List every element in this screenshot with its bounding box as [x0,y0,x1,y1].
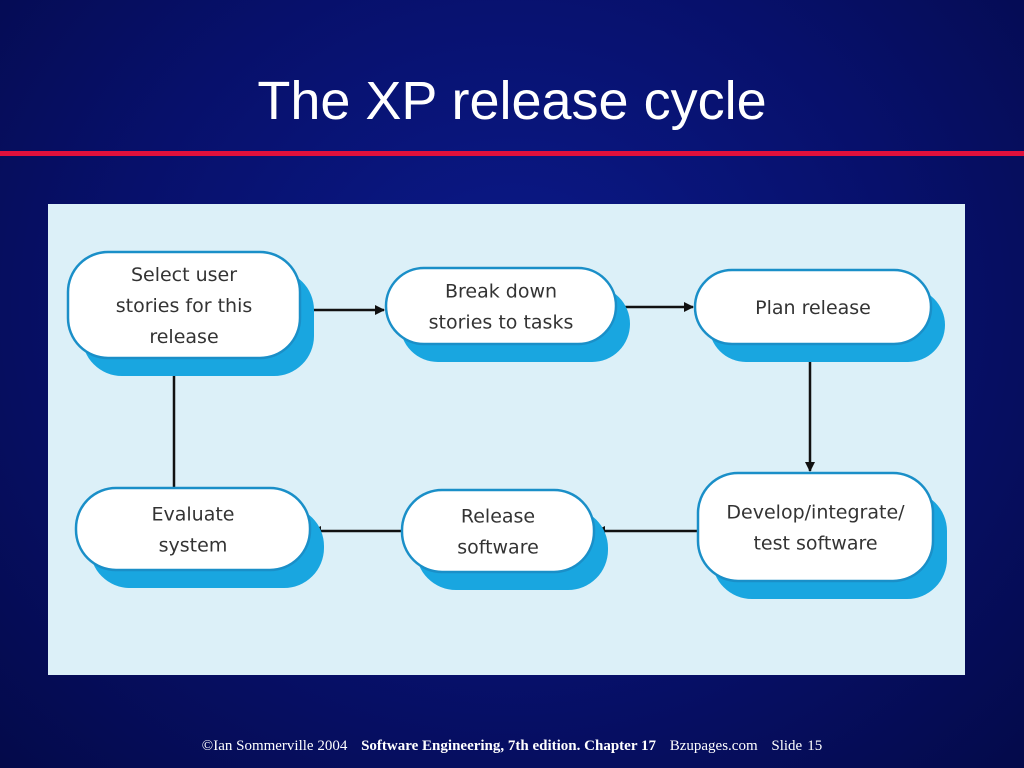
diagram-panel: Select user stories for this release Break … [48,204,965,675]
node-develop-box [696,471,935,583]
node-select: Select user stories for this release [66,250,314,376]
node-select-label: release [149,326,218,348]
footer: ©Ian Sommerville 2004 Software Engineeri… [0,738,1024,755]
node-select-box [66,250,302,360]
footer-site: Bzupages.com [669,738,758,754]
release-cycle-diagram: Select user stories for this release Break … [66,250,947,599]
node-develop: Develop/integrate/test software [696,471,947,599]
node-breakdown-label: Break down [445,281,557,303]
node-breakdown: Break down stories to tasks [384,266,630,362]
node-breakdown-label: stories to tasks [429,312,574,334]
node-release-label: software [457,537,539,559]
node-release: Release software [400,488,608,590]
node-plan-label: Plan release [755,297,871,319]
node-release-box [400,488,596,574]
node-evaluate-box [74,486,312,572]
node-evaluate: Evaluate system [74,486,324,588]
node-plan-box [693,268,933,346]
node-select-label: Select user [131,264,237,286]
title-divider [0,151,1024,156]
footer-copyright: ©Ian Sommerville 2004 [201,738,348,754]
node-release-label: Release [461,506,535,528]
node-evaluate-label: Evaluate [152,504,235,526]
node-select-label: stories for this [116,295,253,317]
slide-title: The XP release cycle [257,71,767,131]
footer-book-title: Software Engineering, 7th edition. Chapt… [361,738,656,754]
node-breakdown-box [384,266,618,346]
footer-slide-number: 15 [807,738,823,754]
node-plan: Plan release [693,268,945,362]
node-develop-label: Develop/integrate/ [726,502,905,524]
footer-slide-label: Slide [771,738,803,754]
node-develop-label: test software [753,533,877,555]
node-evaluate-label: system [159,535,228,557]
